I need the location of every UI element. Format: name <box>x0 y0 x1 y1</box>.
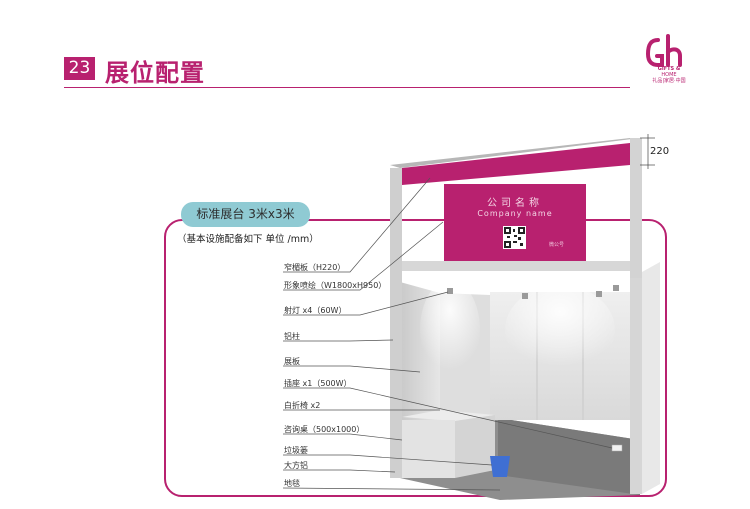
fascia-board <box>402 143 630 185</box>
spotlight-3 <box>596 291 602 297</box>
callout-socket: 插座 x1（500W） <box>284 379 352 388</box>
company-name-cn: 公司名称 <box>487 198 543 209</box>
callout-carpet: 地毯 <box>284 479 300 488</box>
cross-beam <box>402 261 630 271</box>
header-divider <box>64 87 630 88</box>
logo-text-cn: 礼品|家居·中国 <box>652 78 686 84</box>
info-desk <box>402 420 455 478</box>
callout-desk: 咨询桌（500x1000） <box>284 425 365 434</box>
callout-aluminum-post: 铝柱 <box>284 332 300 341</box>
callout-graphic: 形象喷绘（W1800xH950） <box>284 281 387 290</box>
callout-trash-bin: 垃圾篓 <box>284 446 308 455</box>
qr-caption: 微公号 <box>549 242 565 248</box>
logo-text-home: HOME <box>661 72 677 78</box>
callout-panel: 展板 <box>284 357 300 366</box>
spotlight-2 <box>522 293 528 299</box>
gifts-home-logo <box>645 34 682 67</box>
spotlight-1 <box>447 288 453 294</box>
aluminum-post-left <box>390 168 402 478</box>
spotlight-4 <box>613 285 619 291</box>
logo-text-en: GIFTS & <box>657 66 681 72</box>
qr-code-icon <box>503 226 526 249</box>
fascia-height-dimension: 220 <box>650 146 670 157</box>
trash-bin <box>490 456 510 477</box>
callout-leaders <box>282 177 613 491</box>
callout-spotlight: 射灯 x4（60W） <box>284 306 347 315</box>
right-aluminum-post <box>630 272 642 494</box>
callout-chair: 白折椅 x2 <box>284 401 321 410</box>
page-title: 展位配置 <box>105 59 205 87</box>
booth-subtitle: （基本设施配备如下 单位 /mm） <box>177 234 319 245</box>
booth-frame <box>164 219 667 497</box>
power-socket <box>611 444 623 452</box>
aluminum-post-right <box>630 138 642 278</box>
callout-fascia: 窄楣板（H220） <box>284 263 346 272</box>
callout-square-aluminum: 大方铝 <box>284 461 308 470</box>
company-name-en: Company name <box>477 209 553 218</box>
page-number: 23 <box>64 57 95 80</box>
booth-type-tag: 标准展台 3米x3米 <box>181 202 310 227</box>
